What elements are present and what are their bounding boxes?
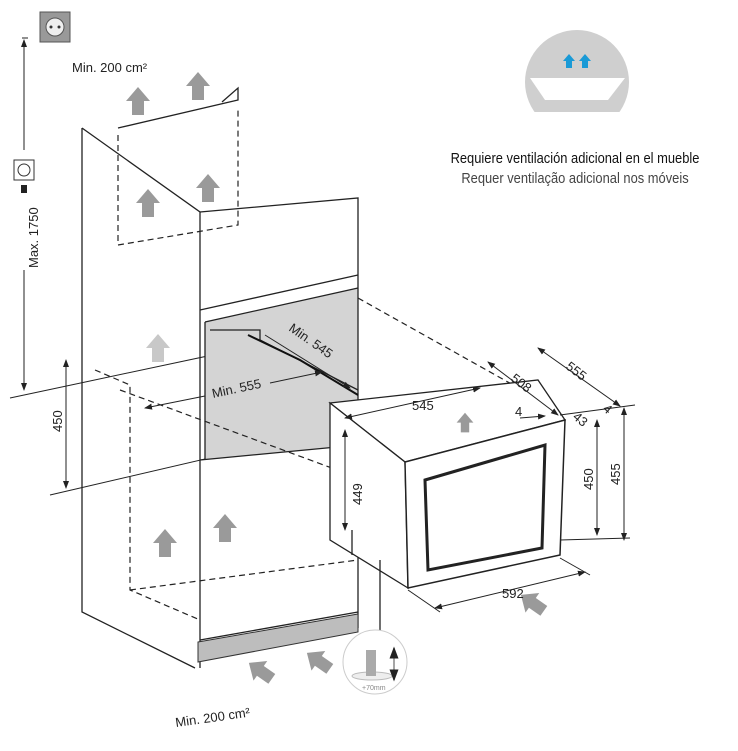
gap-4a-label: 4 [515,404,522,419]
plinth [197,613,359,663]
ventilation-icon [525,30,629,142]
max-height-label: Max. 1750 [26,207,41,268]
vent-bottom-label: Min. 200 cm² [174,705,251,730]
appliance-total-depth-label: 555 [563,358,589,383]
ventilation-caption-es: Requiere ventilación adicional en el mue… [450,150,700,167]
ventilation-caption-pt: Requer ventilação adicional nos móveis [461,170,689,187]
appliance-front-width-label: 592 [502,586,524,601]
cabinet [81,86,359,669]
appliance-height-450-label: 450 [581,468,596,490]
plug-icon [13,159,35,193]
appliance-body-height-label: 449 [350,483,365,505]
vent-top-label: Min. 200 cm² [72,60,148,75]
appliance-width-top-label: 545 [412,398,434,413]
niche-height-label: 450 [50,410,65,432]
power-socket-icon [39,11,71,43]
niche-opening [205,288,358,460]
appliance-height-455-label: 455 [608,463,623,485]
adjustable-foot-detail: +70mm [342,629,408,695]
foot-adjust-label: +70mm [362,685,386,692]
